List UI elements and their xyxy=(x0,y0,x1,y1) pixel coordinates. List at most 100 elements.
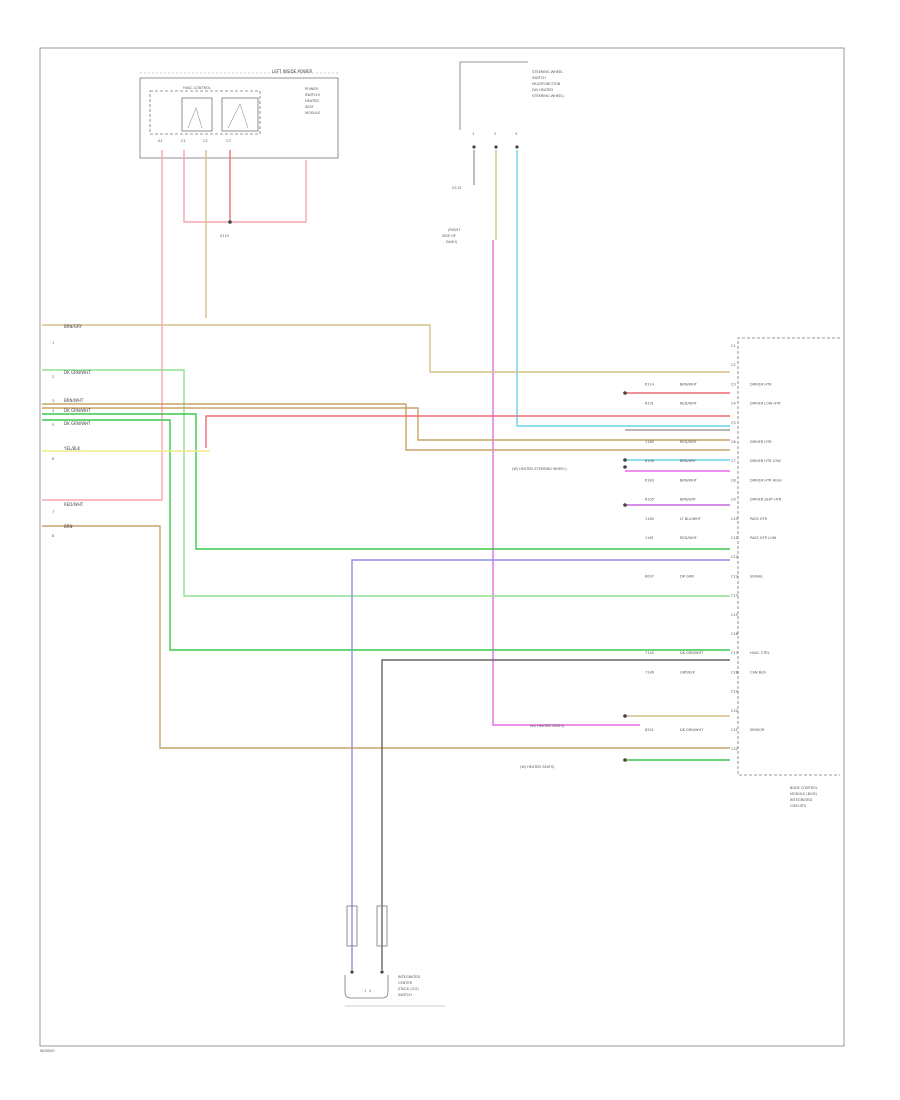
module-pin-number: C2 xyxy=(731,363,736,367)
module-pin-description: CAN BUS xyxy=(750,670,767,674)
splice-label: S115 xyxy=(220,234,229,238)
module-pin-description: DRIVER LOW HTR xyxy=(750,402,781,406)
module-pin-number: C14 xyxy=(731,594,739,598)
top-switch-desc-4: (W/ HEATED xyxy=(532,88,553,92)
bottom-pin-2: 2 xyxy=(369,989,371,993)
module-wire-color: GRY/BLK xyxy=(680,670,696,674)
ground-label: G113 xyxy=(452,186,461,190)
module-wire-number: 6106 xyxy=(645,459,654,463)
left-switch-box xyxy=(139,77,339,159)
module-pin-number: C8 xyxy=(731,478,736,482)
module-wire-color: DK GRN/WHT xyxy=(680,651,704,655)
left-pin-6: 6 xyxy=(52,457,54,461)
module-pin-number: C12 xyxy=(731,555,738,559)
top-switch-pin-2: 2 xyxy=(494,132,496,136)
module-wire-number: 7146 xyxy=(645,670,654,674)
module-pin-number: C5 xyxy=(731,421,736,425)
bottom-pin-1: 1 xyxy=(364,989,366,993)
module-pin-number: C1 xyxy=(731,344,736,348)
side-note-1: (W/ HEATED STEERING WHEEL) xyxy=(512,467,567,471)
wire-pink-c1 xyxy=(183,150,307,223)
left-switch-desc-4: SEAT xyxy=(305,105,315,109)
module-pin-number: C4 xyxy=(731,402,736,406)
module-pin-number: C11 xyxy=(731,536,738,540)
left-switch-name: LEFT INSIDE POWER xyxy=(272,69,313,74)
module-pin-description: DRIVER HTR xyxy=(750,440,772,444)
bottom-desc-4: SWITCH xyxy=(398,993,412,997)
left-switch-desc-5: MODULE xyxy=(305,111,320,115)
module-wire-number: 1160 xyxy=(645,440,654,444)
module-pin-description: PASS HTR xyxy=(750,517,768,521)
module-pin-number: C17 xyxy=(731,651,738,655)
bottom-desc-1: INTEGRATED xyxy=(398,975,420,979)
module-pin-number: C19 xyxy=(731,690,738,694)
module-wire-number: 6114 xyxy=(645,382,655,386)
module-pin-number: C18 xyxy=(731,670,738,674)
connector-dots xyxy=(623,391,627,762)
left-switch-pin-c1: C1 xyxy=(181,139,186,143)
figure-id: W00000 xyxy=(40,1049,55,1053)
left-label-2: DK GRN/WHT xyxy=(64,370,91,375)
wire-darkgray-can xyxy=(381,659,730,970)
module-pin-number: C16 xyxy=(731,632,738,636)
module-pin-description: SENSOR xyxy=(750,728,765,732)
module-wire-number: 7145 xyxy=(645,651,654,655)
left-switch-pin-c2: C2 xyxy=(203,139,208,143)
wire-green-4 xyxy=(42,413,730,550)
ground-sub-2: SIDE OF xyxy=(442,234,456,238)
diagram-frame xyxy=(39,47,845,1047)
module-pin-number: C13 xyxy=(731,574,738,578)
module-wire-color: RED/WHT xyxy=(680,440,698,444)
module-wire-number: 6183 xyxy=(645,478,654,482)
left-switch-pin-a1: A1 xyxy=(158,139,163,143)
left-pin-3: 3 xyxy=(52,399,54,403)
ground-sub-1: (RIGHT xyxy=(448,228,461,232)
left-pin-4: 4 xyxy=(52,409,55,413)
module-pin-description: HVAC CTRL xyxy=(750,651,770,655)
bottom-connector: 1 2 INTEGRATED CENTER STACK (ICS) SWITCH xyxy=(344,905,445,1007)
wires xyxy=(42,150,730,970)
wire-tan-1 xyxy=(42,324,730,373)
left-switch-inner-box xyxy=(149,90,261,135)
module-pin-number: C6 xyxy=(731,440,736,444)
bottom-desc-2: CENTER xyxy=(398,981,413,985)
module-desc-4: CIRCUITS xyxy=(790,804,807,808)
wire-brown-3b xyxy=(42,407,730,441)
wire-cyan-pin3 xyxy=(516,150,730,427)
wire-magenta-pin2 xyxy=(492,240,640,726)
module-pin-description: DRIVER HTR HIGH xyxy=(750,478,782,482)
module-wire-number: 6007 xyxy=(645,574,654,578)
module-desc-1: BODY CONTROL xyxy=(790,786,818,790)
left-switch-pin-c3: C3 xyxy=(226,139,231,143)
left-pin-5: 5 xyxy=(52,423,54,427)
top-switch-desc-3: MULTIFUNCTION xyxy=(532,82,561,86)
side-note-2: (W/ HEATED SEATS) xyxy=(530,724,565,728)
module-pin-number: C7 xyxy=(731,459,736,463)
left-label-6: YEL/BLK xyxy=(63,446,81,451)
bottom-desc-3: STACK (ICS) xyxy=(398,987,419,991)
left-labels: 1 BRN/GRY 2 DK GRN/WHT 3 BRN/WHT 4 DK GR… xyxy=(52,324,91,538)
wire-lightgreen-2 xyxy=(42,369,730,597)
left-pin-2: 2 xyxy=(52,375,54,379)
left-label-1: BRN/GRY xyxy=(64,324,82,329)
module-wire-color: RED/WHT xyxy=(680,402,698,406)
module-wire-number: 1161 xyxy=(645,536,654,540)
module-desc-2: MODULE (BCM) xyxy=(790,792,817,796)
module-wire-color: BRN/GRY xyxy=(680,498,697,502)
left-pin-1: 1 xyxy=(52,341,54,345)
ground-sub-3: DASH) xyxy=(446,240,458,244)
module-pin-number: C3 xyxy=(731,382,736,386)
module-wire-color: BRN/WHT xyxy=(680,478,698,482)
module-pin-number: C22 xyxy=(731,747,738,751)
module-wire-number: 1160 xyxy=(645,517,654,521)
wire-brown-3 xyxy=(42,403,730,451)
module-pin-number: C21 xyxy=(731,728,738,732)
module-wire-number: 6191 xyxy=(645,402,654,406)
wire-green-5 xyxy=(42,419,730,651)
left-switch-desc-2: SWITCH/ xyxy=(305,93,321,97)
module-wire-color: DK GRN/WHT xyxy=(680,728,704,732)
wire-brown-8 xyxy=(42,525,730,749)
